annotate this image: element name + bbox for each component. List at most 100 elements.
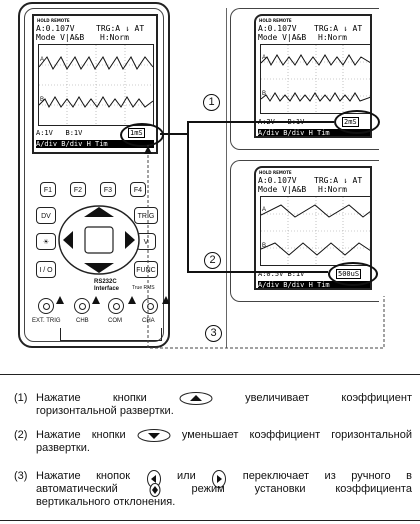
trigger-line: TRG:A ⇂ AT: [314, 24, 363, 33]
chb-label: CHB: [76, 318, 89, 324]
word: кнопок: [96, 470, 131, 482]
status-line: HOLD REMOTE: [259, 18, 292, 23]
waveform-plot: A B: [260, 196, 370, 266]
jack-bracket: [60, 328, 162, 341]
reading-line: A:0.107V: [258, 176, 297, 185]
trace-b-line: [39, 96, 153, 109]
word: коэффициент: [249, 429, 321, 441]
trace-a-line: [261, 204, 370, 218]
waveform-svg: [261, 197, 370, 265]
status-line: HOLD REMOTE: [259, 170, 292, 175]
down-button-icon: [137, 429, 171, 442]
callout-3: 3: [205, 325, 222, 342]
divider-top: [0, 374, 420, 375]
trms-label: True RMS: [132, 285, 155, 291]
reading-line: A:0.107V: [36, 24, 75, 33]
zoom-panel-top-frame: [230, 8, 379, 150]
menu-bar: A/div B/div H Tim: [258, 129, 370, 136]
word: коэффициента: [335, 483, 412, 495]
callout-1: 1: [203, 94, 220, 111]
dv-button[interactable]: DV: [36, 207, 56, 224]
word: или: [177, 470, 196, 482]
trace-b-line: [261, 92, 370, 102]
trace-a-label: A: [40, 57, 45, 63]
trigger-line: TRG:A ⇂ AT: [314, 176, 363, 185]
warning-triangles: [56, 296, 170, 304]
menu-bar: A/div B/div H Tim: [258, 281, 370, 288]
divider-bottom: [0, 520, 420, 521]
zoom-panel-bottom-frame: [230, 160, 379, 302]
trace-a-line: [261, 54, 370, 67]
trig-button[interactable]: TRIG: [134, 207, 158, 224]
power-button[interactable]: I / O: [36, 261, 56, 278]
instruction-number: (3): [14, 470, 28, 482]
trace-b-label: B: [40, 97, 45, 103]
instruction-line: вертикального отклонения.: [36, 496, 176, 508]
reading-line: A:0.107V: [258, 24, 297, 33]
left-button-icon: [146, 470, 161, 488]
highlight-bottom-timebase: [328, 262, 378, 286]
dpad-down-icon[interactable]: [84, 263, 114, 273]
trace-b-line: [261, 242, 370, 256]
main-lcd: HOLD REMOTE A:0.107V TRG:A ⇂ AT Mode V|A…: [32, 14, 158, 154]
word: в: [406, 470, 412, 482]
word: автоматический: [36, 483, 118, 495]
word: горизонтальной: [331, 429, 412, 441]
trace-a-label: A: [262, 207, 267, 213]
interface-label: Interface: [94, 286, 120, 292]
f2-button[interactable]: F2: [70, 182, 86, 197]
instruction-1: (1) Нажатие кнопки увеличивает коэффицие…: [14, 392, 412, 420]
menu-values: A:0.5V B:1V: [258, 270, 309, 278]
ext-trig-label: EXT. TRIG: [32, 318, 61, 324]
chb-jack: [74, 298, 90, 314]
instruction-line: развертки.: [36, 442, 90, 454]
waveform-svg: [261, 45, 370, 113]
dpad-up-icon[interactable]: [84, 207, 114, 217]
instruction-line: горизонтальной развертки.: [36, 405, 174, 417]
dpad-right-icon[interactable]: [125, 231, 135, 249]
ext-trig-jack: [38, 298, 54, 314]
word: Нажатие: [36, 392, 81, 404]
mode-line: Mode V|A&B: [258, 185, 307, 194]
word: переключает: [242, 470, 310, 482]
mode-line: Mode V|A&B: [258, 33, 307, 42]
dpad: [58, 205, 140, 275]
right-button-icon: [212, 470, 227, 488]
word: Нажатие: [36, 429, 81, 441]
zoom-panel-backdrop: [226, 8, 420, 348]
word: ручного: [351, 470, 391, 482]
f1-button[interactable]: F1: [40, 182, 56, 197]
zoom-lcd-bottom: HOLD REMOTE A:0.107V TRG:A ⇂ AT Mode V|A…: [254, 166, 372, 290]
connector-lines: [144, 121, 385, 349]
word: кнопки: [112, 392, 147, 404]
status-line: HOLD REMOTE: [37, 18, 70, 23]
trace-b-label: B: [262, 243, 267, 249]
func-button[interactable]: FUNC: [134, 261, 158, 278]
instruction-2: (2) Нажатие кнопки уменьшает коэффициент…: [14, 429, 412, 457]
instruction-line: Нажатие кнопок или переключает из ручног…: [36, 470, 412, 488]
instruction-line: автоматический режим установки коэффицие…: [36, 483, 412, 497]
hmode-line: H:Norm: [318, 185, 347, 194]
instruction-number: (1): [14, 392, 28, 404]
instruction-number: (2): [14, 429, 28, 441]
zoom-lcd-top: HOLD REMOTE A:0.107V TRG:A ⇂ AT Mode V|A…: [254, 14, 372, 138]
waveform-plot: A B: [38, 44, 154, 126]
mode-line: Mode V|A&B: [36, 33, 85, 42]
f4-button[interactable]: F4: [130, 182, 146, 197]
backlight-button[interactable]: ☀: [36, 233, 56, 250]
highlight-top-timebase: [334, 110, 380, 134]
dpad-left-icon[interactable]: [63, 231, 73, 249]
hmode-line: H:Norm: [318, 33, 347, 42]
trace-b-label: B: [262, 91, 267, 97]
trigger-line: TRG:A ⇂ AT: [96, 24, 145, 33]
rs232-label: RS232C: [94, 279, 117, 285]
trace-a-label: A: [262, 55, 267, 61]
auto-mode-icon: [149, 483, 161, 497]
cha-jack: [142, 298, 158, 314]
up-button-icon: [179, 392, 213, 405]
f3-button[interactable]: F3: [100, 182, 116, 197]
word: установки: [254, 483, 306, 495]
waveform-svg: [39, 45, 153, 125]
word: уменьшает: [181, 429, 239, 441]
word: коэффициент: [341, 392, 412, 404]
